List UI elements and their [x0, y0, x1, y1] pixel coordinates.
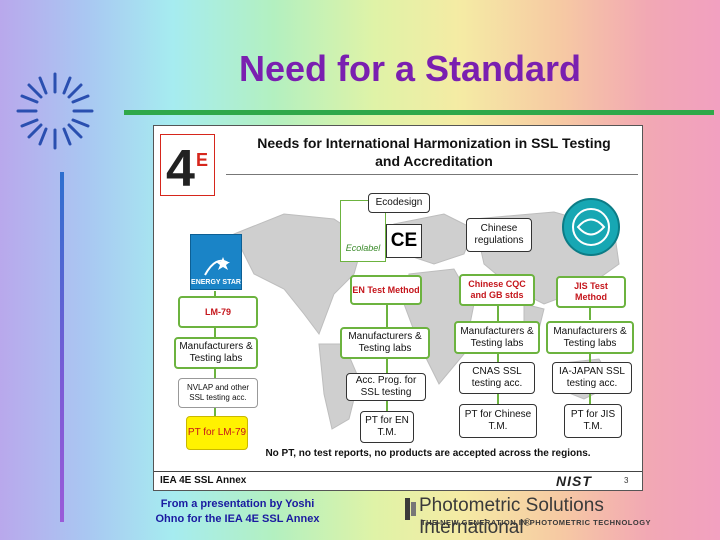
- connector-line: [589, 394, 591, 404]
- pt-en-label: PT for EN T.M.: [365, 415, 409, 438]
- energy-star-icon: [204, 257, 230, 276]
- footer-annex-label: IEA 4E SSL Annex: [160, 475, 247, 486]
- iea-4e-logo: 4 E: [160, 134, 215, 196]
- jp-manufacturers-box: Manufacturers & Testing labs: [546, 321, 634, 354]
- left-accent-line: [60, 172, 64, 522]
- company-mark: ®: [523, 517, 531, 529]
- connector-line: [589, 306, 591, 320]
- chinese-cqc-label: Chinese CQC and GB stds: [468, 279, 526, 300]
- lm79-box: LM-79: [178, 296, 258, 328]
- usa-manufacturers-label: Manufacturers & Testing labs: [179, 341, 253, 364]
- panel-footer: IEA 4E SSL Annex NIST 3: [154, 471, 642, 490]
- jis-test-method-box: JIS Test Method: [556, 276, 626, 308]
- panel-heading-line1: Needs for International Harmonization in…: [257, 135, 611, 151]
- eu-manufacturers-box: Manufacturers & Testing labs: [340, 327, 430, 359]
- pt-lm79-box: PT for LM-79: [186, 416, 248, 450]
- company-logo: Photometric Solutions International® THE…: [405, 494, 710, 538]
- nvlap-label: NVLAP and other SSL testing acc.: [186, 383, 250, 402]
- title-divider: [124, 110, 714, 115]
- ecodesign-label: Ecodesign: [375, 197, 423, 208]
- jis-mark-logo: [562, 198, 620, 256]
- credit-line2: Ohno for the IEA 4E SSL Annex: [155, 513, 320, 525]
- credit-text: From a presentation by Yoshi Ohno for th…: [145, 497, 330, 527]
- ecolabel-label: Ecolabel: [345, 243, 381, 253]
- en-test-method-label: EN Test Method: [352, 284, 420, 295]
- connector-line: [497, 354, 499, 362]
- connector-line: [497, 303, 499, 321]
- ce-mark-logo: CE: [386, 224, 422, 258]
- bottom-statement: No PT, no test reports, no products are …: [265, 448, 591, 459]
- content-panel: 4 E Needs for International Harmonizatio…: [153, 125, 643, 491]
- cn-manufacturers-label: Manufacturers & Testing labs: [460, 325, 534, 349]
- acc-prog-label: Acc. Prog. for SSL testing: [355, 375, 417, 398]
- connector-line: [214, 408, 216, 416]
- connector-line: [386, 303, 388, 327]
- jis-mark-icon: [572, 208, 610, 246]
- connector-line: [497, 394, 499, 404]
- nist-logo: NIST: [556, 473, 592, 489]
- cnas-label: CNAS SSL testing acc.: [471, 366, 523, 389]
- chinese-cqc-box: Chinese CQC and GB stds: [459, 274, 535, 306]
- ecodesign-box: Ecodesign: [368, 193, 430, 213]
- chinese-regulations-label: Chinese regulations: [474, 223, 524, 246]
- lm79-label: LM-79: [204, 306, 231, 317]
- svg-text:4: 4: [166, 140, 195, 196]
- company-logo-icon: [405, 498, 416, 520]
- pt-chinese-label: PT for Chinese T.M.: [464, 409, 532, 432]
- chinese-regulations-box: Chinese regulations: [466, 218, 532, 252]
- connector-line: [214, 328, 216, 338]
- panel-heading-divider: [226, 174, 638, 175]
- pt-chinese-box: PT for Chinese T.M.: [459, 404, 537, 438]
- cnas-box: CNAS SSL testing acc.: [459, 362, 535, 394]
- company-tagline: THE NEW GENERATION IN PHOTOMETRIC TECHNO…: [421, 518, 652, 527]
- nvlap-box: NVLAP and other SSL testing acc.: [178, 378, 258, 408]
- connector-line: [386, 401, 388, 411]
- panel-page-number: 3: [624, 476, 629, 485]
- starburst-icon: [16, 72, 94, 150]
- company-name: Photometric Solutions International®: [419, 495, 710, 539]
- connector-line: [386, 357, 388, 373]
- ia-japan-box: IA-JAPAN SSL testing acc.: [552, 362, 632, 394]
- credit-line1: From a presentation by Yoshi: [160, 498, 315, 510]
- connector-line: [214, 368, 216, 378]
- usa-manufacturers-box: Manufacturers & Testing labs: [174, 337, 258, 369]
- energy-star-label: ENERGY STAR: [191, 279, 241, 286]
- pt-lm79-label: PT for LM-79: [187, 427, 247, 438]
- panel-heading-line2: and Accreditation: [375, 153, 493, 169]
- pt-jis-box: PT for JIS T.M.: [564, 404, 622, 438]
- acc-prog-box: Acc. Prog. for SSL testing: [346, 373, 426, 401]
- cn-manufacturers-box: Manufacturers & Testing labs: [454, 321, 540, 354]
- panel-heading: Needs for International Harmonization in…: [234, 134, 634, 170]
- ce-mark-label: CE: [390, 230, 418, 251]
- svg-text:E: E: [196, 150, 208, 170]
- company-name-text: Photometric Solutions International: [419, 495, 604, 538]
- slide-title: Need for a Standard: [238, 48, 582, 89]
- jis-test-method-label: JIS Test Method: [574, 281, 608, 302]
- en-test-method-box: EN Test Method: [350, 275, 422, 305]
- pt-en-box: PT for EN T.M.: [360, 411, 414, 443]
- ia-japan-label: IA-JAPAN SSL testing acc.: [559, 366, 625, 389]
- connector-line: [589, 354, 591, 362]
- energy-star-logo: ENERGY STAR: [190, 234, 242, 290]
- pt-jis-label: PT for JIS T.M.: [570, 409, 616, 432]
- jp-manufacturers-label: Manufacturers & Testing labs: [553, 325, 627, 349]
- eu-manufacturers-label: Manufacturers & Testing labs: [348, 331, 422, 354]
